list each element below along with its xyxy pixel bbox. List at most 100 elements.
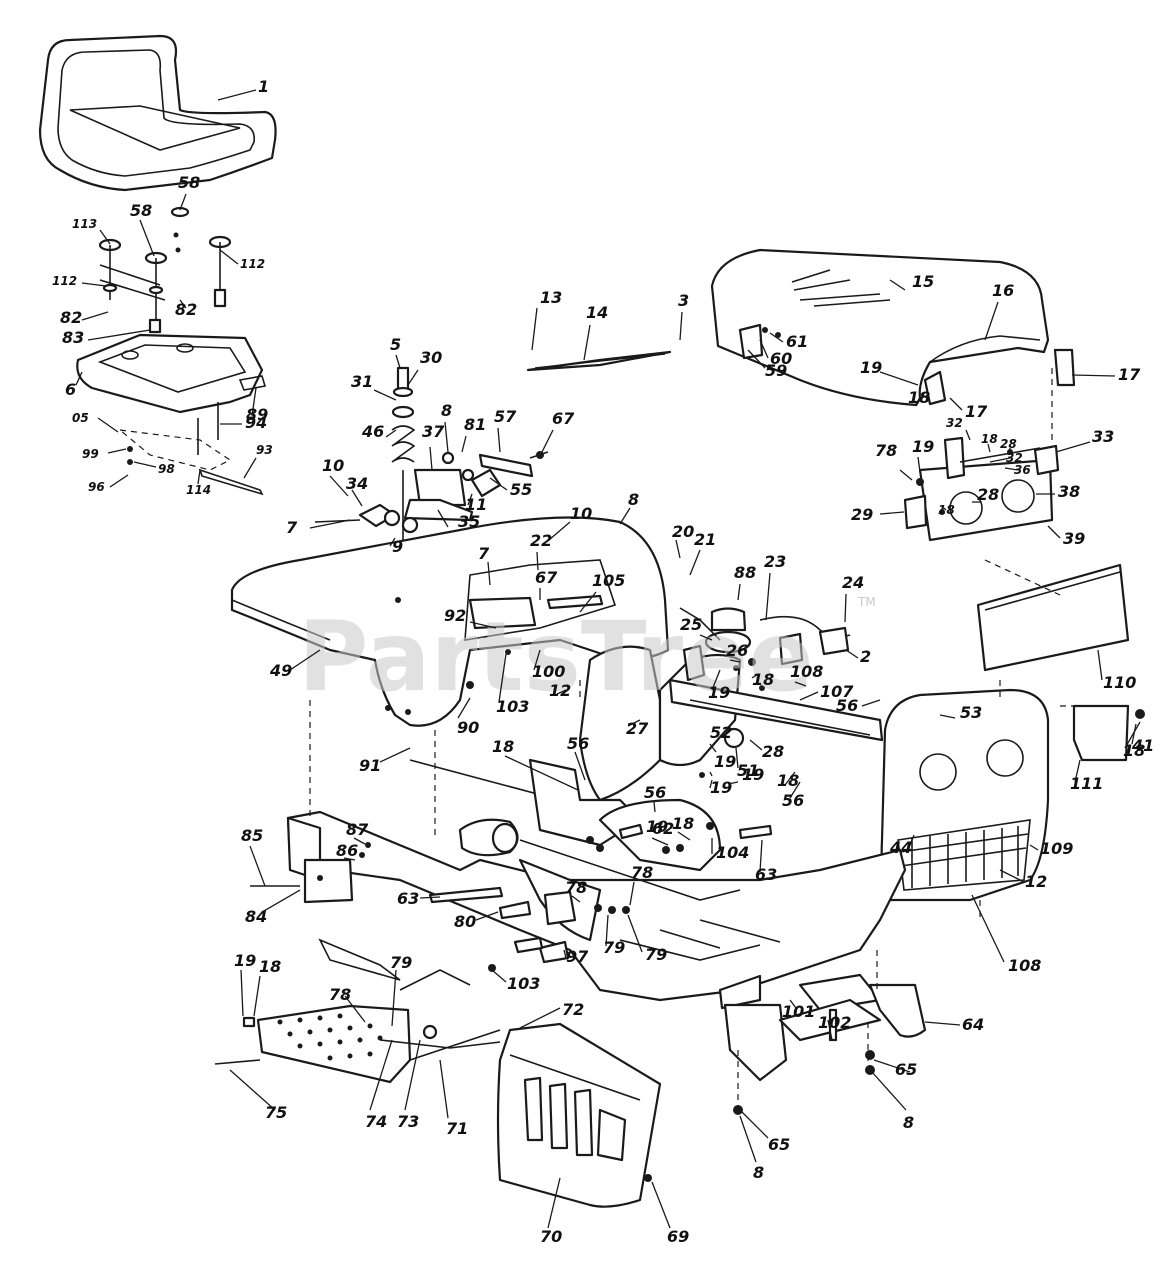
leader-line: [329, 475, 349, 497]
part-callout-81: 81: [464, 415, 486, 434]
leader-line: [879, 511, 905, 515]
part-callout-28: 28: [1000, 437, 1017, 451]
leader-line: [861, 699, 881, 707]
leader-line: [989, 457, 1011, 463]
part-callout-8: 8: [628, 490, 639, 509]
part-callout-17: 17: [965, 402, 988, 421]
part-callout-56: 56: [567, 734, 589, 753]
part-callout-91: 91: [359, 756, 381, 775]
part-callout-18: 18: [938, 503, 955, 517]
part-callout-79: 79: [390, 953, 412, 972]
leader-line: [739, 1115, 757, 1163]
part-callout-88: 88: [734, 563, 756, 582]
leader-line: [739, 1109, 769, 1139]
part-callout-64: 64: [962, 1015, 984, 1034]
leader-line: [653, 801, 656, 813]
leader-line: [729, 659, 741, 663]
part-callout-65: 65: [895, 1060, 917, 1079]
part-callout-37: 37: [422, 422, 445, 441]
part-callout-78: 78: [565, 878, 587, 897]
leader-line: [871, 1071, 907, 1111]
part-callout-2: 2: [860, 647, 871, 666]
part-callout-79: 79: [645, 945, 667, 964]
watermark-text: PartsTree: [298, 601, 813, 713]
leader-line: [541, 429, 554, 453]
leader-line: [949, 397, 963, 411]
leader-line: [81, 282, 107, 287]
leader-line: [769, 332, 784, 343]
leader-line: [627, 719, 641, 727]
leader-line: [309, 519, 351, 529]
leader-line: [751, 673, 759, 679]
leader-line: [965, 429, 971, 441]
leader-line: [971, 894, 1005, 963]
part-callout-32: 32: [946, 416, 963, 430]
leader-line: [789, 999, 797, 1009]
leader-line: [651, 1181, 671, 1229]
part-callout-16: 16: [992, 281, 1014, 300]
part-callout-55: 55: [510, 480, 532, 499]
part-callout-67: 67: [552, 409, 575, 428]
leader-line: [87, 329, 151, 341]
leader-line: [461, 435, 467, 453]
leader-line: [1097, 649, 1103, 681]
leader-line: [389, 537, 396, 547]
part-callout-10: 10: [570, 504, 592, 523]
leader-line: [109, 474, 129, 488]
leader-line: [491, 969, 507, 983]
leader-line: [240, 969, 244, 1017]
leader-line: [735, 747, 739, 769]
part-callout-25: 25: [680, 615, 702, 634]
part-callout-26: 26: [726, 641, 748, 660]
part-callout-74: 74: [365, 1112, 387, 1131]
part-callout-21: 21: [694, 530, 716, 549]
part-callout-49: 49: [269, 661, 292, 680]
leader-line: [97, 417, 119, 433]
part-callout-98: 98: [158, 462, 175, 476]
watermark-trademark: TM: [857, 595, 876, 609]
leader-line: [651, 837, 669, 846]
part-callout-104: 104: [716, 843, 749, 862]
part-callout-1: 1: [258, 77, 269, 96]
part-callout-24: 24: [842, 573, 864, 592]
part-callout-57: 57: [494, 407, 517, 426]
part-callout-114: 114: [186, 483, 211, 497]
part-callout-5: 5: [390, 335, 401, 354]
leader-line: [571, 895, 581, 903]
grille-bracket: [1072, 704, 1145, 762]
part-callout-18: 18: [752, 670, 774, 689]
part-callout-33: 33: [1092, 427, 1114, 446]
leader-line: [709, 743, 717, 753]
part-callout-27: 27: [626, 719, 649, 738]
leader-line: [1131, 723, 1137, 745]
part-callout-102: 102: [818, 1013, 851, 1032]
leader-line: [407, 369, 419, 386]
part-callout-18: 18: [672, 814, 694, 833]
leader-line: [475, 911, 499, 921]
leader-line: [889, 279, 906, 291]
leader-line: [353, 837, 366, 845]
leader-line: [437, 509, 449, 528]
leader-line: [439, 1059, 449, 1119]
leader-line: [99, 229, 111, 245]
part-callout-19: 19: [860, 358, 882, 377]
leader-line: [404, 1039, 421, 1111]
part-callout-22: 22: [530, 531, 552, 550]
leader-line: [1055, 441, 1091, 453]
part-callout-31: 31: [351, 372, 373, 391]
part-callout-111: 111: [1070, 774, 1103, 793]
part-callout-29: 29: [851, 505, 873, 524]
part-callout-18: 18: [259, 957, 281, 976]
leader-line: [583, 324, 591, 361]
reference-lines: [309, 368, 1075, 990]
part-callout-18: 18: [908, 388, 930, 407]
watermark: PartsTree TM: [298, 595, 876, 713]
part-callout-73: 73: [397, 1112, 419, 1131]
leader-line: [395, 354, 401, 369]
part-callout-05: 05: [72, 411, 89, 425]
part-callout-12: 12: [549, 681, 571, 700]
part-callout-80: 80: [454, 912, 476, 931]
foot-plate: [214, 938, 501, 1084]
part-callout-41: 41: [1131, 736, 1154, 755]
part-callout-112: 112: [52, 274, 77, 288]
